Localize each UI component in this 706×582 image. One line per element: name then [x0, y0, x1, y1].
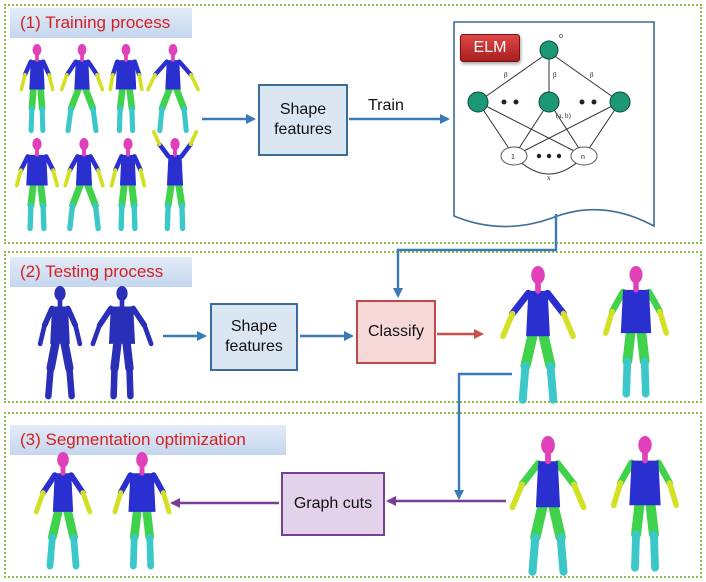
classified-mesh-1 — [500, 266, 576, 404]
weight-label-2: β — [553, 71, 557, 79]
shape-features-test-box: Shape features — [210, 303, 298, 371]
elm-network-diagram: o β β β (a, b) 1 n x — [453, 21, 655, 228]
train-label: Train — [368, 97, 404, 114]
train-mesh-8 — [151, 129, 199, 232]
arrow-result-to-graphcuts — [454, 372, 512, 500]
graph-cuts-label: Graph cuts — [293, 495, 373, 512]
training-title: (1) Training process — [10, 8, 192, 38]
test-mesh-2 — [90, 286, 154, 400]
optimized-mesh-1 — [33, 452, 93, 570]
train-mesh-1 — [19, 44, 55, 134]
noisy-mesh-2 — [610, 436, 680, 572]
test-mesh-1 — [37, 286, 83, 400]
classify-box: Classify — [356, 300, 436, 364]
shape-features-train-label: Shape features — [274, 101, 332, 138]
train-mesh-6 — [63, 138, 105, 232]
elm-badge: ELM — [460, 34, 520, 62]
classify-label: Classify — [367, 323, 424, 340]
noisy-mesh-1 — [509, 436, 587, 576]
weight-label-3: β — [590, 71, 594, 79]
hidden-param-label: (a, b) — [556, 112, 571, 120]
testing-title: (2) Testing process — [10, 257, 192, 287]
train-mesh-3 — [108, 44, 144, 134]
graph-cuts-box: Graph cuts — [281, 472, 385, 536]
output-label: o — [559, 33, 563, 40]
shape-features-test-label: Shape features — [225, 318, 283, 355]
training-panel — [4, 4, 702, 244]
weight-label-1: β — [504, 71, 508, 79]
input-label-1: 1 — [511, 154, 515, 161]
train-mesh-5 — [14, 138, 60, 232]
testing-panel — [4, 251, 702, 403]
input-label-n: n — [581, 154, 585, 161]
segmentation-title: (3) Segmentation optimization — [10, 425, 286, 455]
train-mesh-4 — [146, 44, 200, 134]
optimized-mesh-2 — [112, 452, 172, 570]
input-var-label: x — [547, 174, 551, 182]
train-mesh-7 — [109, 138, 147, 232]
shape-features-train-box: Shape features — [258, 84, 348, 156]
train-mesh-2 — [59, 44, 105, 134]
segmentation-panel — [4, 412, 702, 578]
arrow-elm-to-classify — [393, 214, 558, 298]
classified-mesh-2 — [602, 266, 670, 398]
